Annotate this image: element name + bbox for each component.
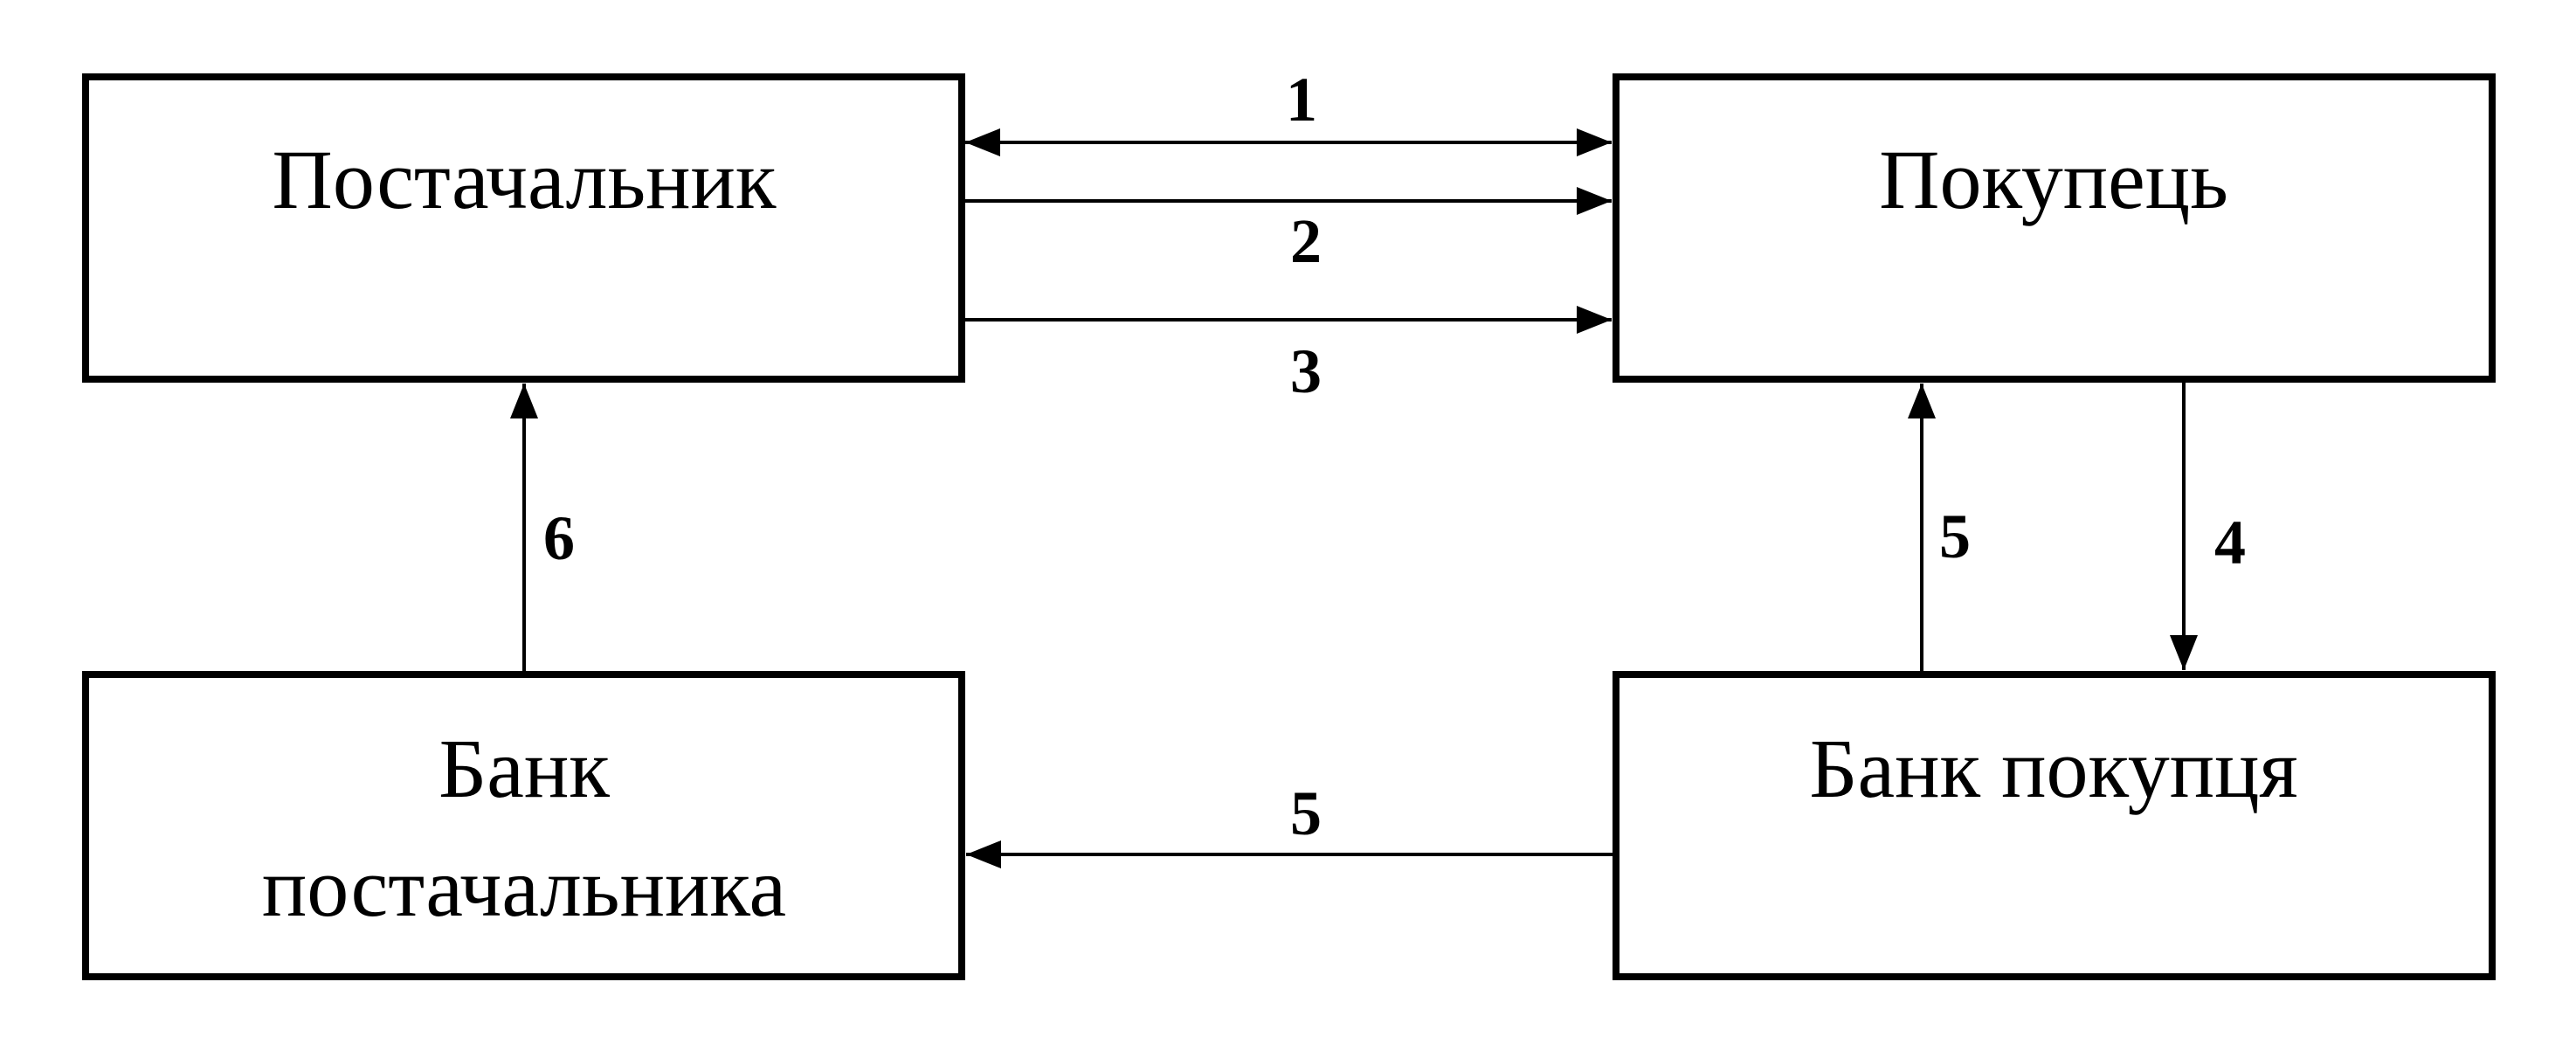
edge-6: 6 — [510, 384, 575, 671]
node-buyer-bank-label: Банк покупця — [1809, 722, 2297, 815]
edge-4-label: 4 — [2214, 508, 2246, 577]
node-supplier-bank-label-line2: постачальника — [262, 840, 786, 934]
node-supplier-bank-label-line1: Банк — [439, 722, 610, 815]
edge-4: 4 — [2170, 383, 2246, 670]
node-supplier-bank-box — [82, 671, 965, 980]
edge-1-label: 1 — [1286, 65, 1317, 135]
edge-5-vertical-label: 5 — [1939, 501, 1971, 571]
node-supplier-box — [82, 73, 965, 383]
edge-3-label: 3 — [1290, 336, 1322, 406]
node-supplier-bank: Банк постачальника — [82, 671, 965, 980]
edge-5-vertical: 5 — [1908, 384, 1971, 671]
edge-3: 3 — [965, 306, 1612, 406]
edge-6-label: 6 — [543, 503, 575, 573]
node-supplier-label: Постачальник — [272, 133, 776, 226]
edge-1: 1 — [965, 65, 1612, 156]
node-buyer-bank: Банк покупця — [1613, 671, 2496, 980]
node-supplier: Постачальник — [82, 73, 965, 383]
edge-2-label: 2 — [1290, 206, 1322, 276]
edge-5-horizontal: 5 — [966, 778, 1613, 868]
node-buyer-bank-box — [1613, 671, 2496, 980]
node-buyer-box — [1613, 73, 2496, 383]
edge-5-horizontal-label: 5 — [1290, 778, 1322, 848]
node-buyer: Покупець — [1613, 73, 2496, 383]
node-buyer-label: Покупець — [1879, 133, 2228, 226]
edge-2: 2 — [965, 187, 1612, 276]
